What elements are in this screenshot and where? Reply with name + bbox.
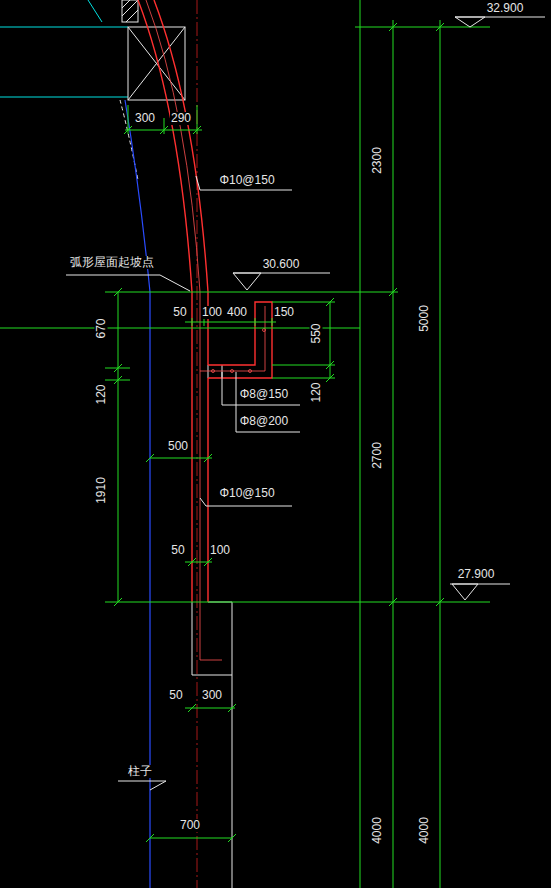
label-text: 100: [201, 306, 223, 319]
hatch: [122, 0, 138, 22]
dimension-lines: [0, 0, 490, 888]
dim-50-100: [185, 558, 212, 566]
cyan-lines: [0, 0, 128, 97]
dimension-value: 550: [310, 322, 323, 344]
label-text: 柱子: [127, 765, 153, 778]
dim-700: [146, 834, 236, 842]
dim-right: [272, 298, 335, 382]
leader: [222, 372, 300, 432]
label-text: 300: [134, 112, 156, 125]
slab-outline: [208, 365, 222, 378]
label-text: 50: [168, 689, 183, 702]
label-text: 400: [226, 306, 248, 319]
wall-rebar: [146, 0, 222, 660]
dimension-value: 4000: [370, 816, 383, 845]
label-text: 50: [170, 544, 185, 557]
dim-vertical: [360, 0, 440, 888]
label-text: 30.600: [262, 258, 301, 271]
label-text: 100: [209, 544, 231, 557]
dimension-value: 670: [95, 317, 108, 339]
dimension-value: 120: [95, 383, 108, 405]
rebar: [146, 0, 266, 660]
beam-cross: [128, 27, 185, 100]
label-text: 弧形屋面起坡点: [69, 256, 155, 269]
dim-extension: [0, 27, 490, 602]
white-outlines: [120, 0, 232, 888]
rebar-dot: [212, 370, 215, 373]
elevation-mark: [450, 584, 510, 600]
dim-500: [146, 454, 212, 462]
leader: [66, 275, 190, 291]
beam-line: [0, 0, 128, 97]
label-text: 700: [179, 819, 201, 832]
dimension-value: 120: [310, 381, 323, 403]
label-text: 290: [170, 112, 192, 125]
dim-tick: [389, 23, 444, 606]
label-text: 27.900: [457, 568, 496, 581]
label-text: 500: [167, 440, 189, 453]
slab-rebar: [200, 306, 265, 371]
beam-section: [128, 27, 185, 100]
label-text: Φ10@150: [218, 174, 275, 187]
elevation-mark: [455, 17, 545, 27]
label-text: 50: [172, 306, 187, 319]
rebar-dot: [263, 329, 266, 332]
dim-top: [124, 105, 202, 134]
concrete-section: [138, 0, 272, 602]
label-text: 150: [273, 306, 295, 319]
leader: [118, 781, 166, 790]
wall-outer: [138, 0, 192, 602]
elevation-mark: [233, 273, 330, 290]
hatch-box: [122, 0, 138, 22]
label-text: Φ10@150: [218, 487, 275, 500]
leaders: [66, 17, 545, 790]
dimension-value: 2700: [370, 441, 383, 470]
dimension-value: 4000: [417, 816, 430, 845]
rebar-dot: [231, 370, 234, 373]
dim-50-300: [185, 704, 236, 712]
label-text: 32.900: [486, 2, 525, 15]
label-text: Φ8@150: [239, 388, 289, 401]
column-outline: [192, 602, 232, 888]
label-text: Φ8@200: [239, 415, 289, 428]
dimension-value: 5000: [417, 304, 430, 333]
dim-left: [105, 288, 130, 606]
dimension-value: 1910: [94, 476, 107, 505]
dim-row: [185, 318, 276, 326]
rebar-dot: [249, 370, 252, 373]
label-text: 300: [201, 689, 223, 702]
dimension-value: 2300: [370, 146, 383, 175]
